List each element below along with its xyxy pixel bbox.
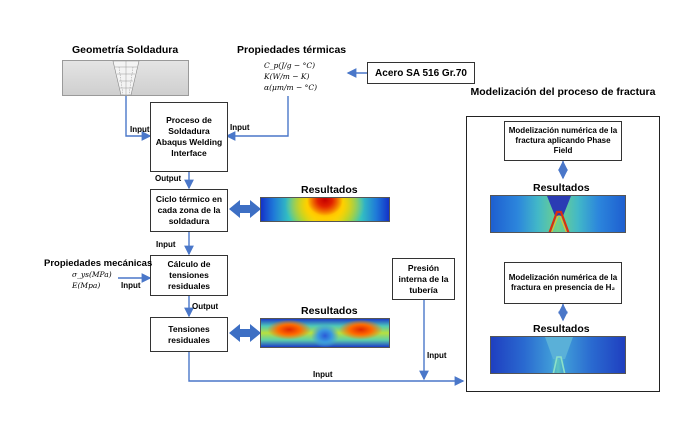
thermal-prop-cp: C_p(J/g − °C) — [264, 61, 316, 70]
residual-calc-box: Cálculo de tensiones residuales — [150, 255, 228, 296]
results-title-residual: Resultados — [301, 305, 358, 317]
hydrogen-result-image — [490, 336, 626, 374]
residual-stress-box: Tensiones residuales — [150, 317, 228, 352]
double-arrow-icon-residual — [229, 324, 261, 342]
label-input-thermal: Input — [230, 123, 250, 132]
phase-field-box: Modelización numérica de la fractura apl… — [504, 121, 622, 161]
arrow-thermal-to-process — [225, 96, 289, 141]
thermal-title: Propiedades térmicas — [237, 44, 347, 56]
phase-field-result-image — [490, 195, 626, 233]
label-output-calc: Output — [192, 302, 219, 311]
fracture-panel — [466, 116, 660, 392]
label-input-mechanical: Input — [121, 281, 141, 290]
thermal-prop-k: K(W/m − K) — [264, 72, 310, 81]
fracture-title: Modelización del proceso de fractura — [470, 86, 656, 98]
results-title-hydrogen: Resultados — [533, 323, 590, 335]
arrow-residual-to-fracture — [188, 352, 465, 386]
label-input-bottom: Input — [313, 370, 333, 379]
label-output-process: Output — [155, 174, 182, 183]
residual-stress-result-image — [260, 318, 390, 348]
geometry-title: Geometría Soldadura — [72, 44, 179, 56]
mechanical-title: Propiedades mecánicas — [44, 258, 153, 269]
weld-geometry-image — [62, 60, 189, 96]
results-title-cycle: Resultados — [301, 184, 358, 196]
welding-process-box: Proceso de Soldadura Abaqus Welding Inte… — [150, 102, 228, 172]
label-input-pressure: Input — [427, 351, 447, 360]
thermal-cycle-box: Ciclo térmico en cada zona de la soldadu… — [150, 189, 228, 232]
pressure-box: Presión interna de la tubería — [392, 258, 455, 300]
thermal-prop-alpha: α(μm/m − °C) — [264, 83, 318, 92]
thermal-cycle-result-image — [260, 197, 390, 222]
mechanical-prop-e: E(Mpa) — [72, 281, 101, 290]
hydrogen-box: Modelización numérica de la fractura en … — [504, 262, 622, 304]
steel-box: Acero SA 516 Gr.70 — [367, 62, 475, 84]
double-arrow-icon-cycle — [229, 200, 261, 218]
results-title-phase-field: Resultados — [533, 182, 590, 194]
arrow-geometry-to-process — [125, 95, 152, 141]
label-input-cycle: Input — [156, 240, 176, 249]
label-input-geometry: Input — [130, 125, 150, 134]
mechanical-prop-sigma: σ_ys(MPa) — [72, 270, 112, 279]
